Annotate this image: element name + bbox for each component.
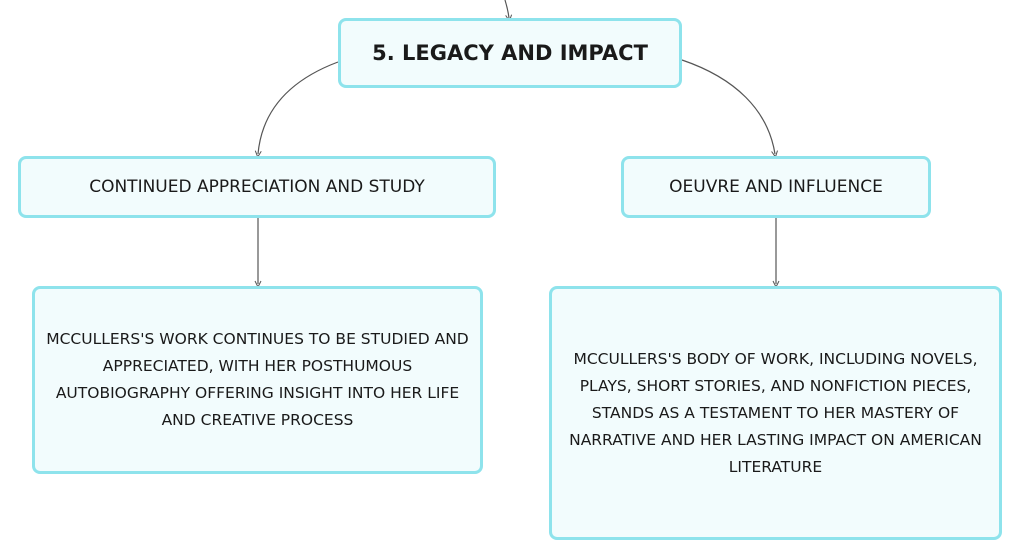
root-node-label: 5. LEGACY AND IMPACT	[372, 41, 648, 65]
branch-node-oeuvre-and-influence[interactable]: OEUVRE AND INFLUENCE	[621, 156, 931, 218]
branch-node-continued-appreciation[interactable]: CONTINUED APPRECIATION AND STUDY	[18, 156, 496, 218]
branch-node-label: CONTINUED APPRECIATION AND STUDY	[89, 177, 425, 197]
detail-node-appreciation[interactable]: MCCULLERS'S WORK CONTINUES TO BE STUDIED…	[32, 286, 483, 474]
connector-root-to-oeuvre	[681, 59, 775, 154]
detail-node-text: MCCULLERS'S WORK CONTINUES TO BE STUDIED…	[46, 330, 469, 429]
connector-parent-to-root	[504, 0, 509, 18]
detail-node-text: MCCULLERS'S BODY OF WORK, INCLUDING NOVE…	[569, 349, 982, 476]
branch-node-label: OEUVRE AND INFLUENCE	[669, 177, 883, 197]
detail-node-oeuvre[interactable]: MCCULLERS'S BODY OF WORK, INCLUDING NOVE…	[549, 286, 1002, 540]
root-node-legacy-and-impact[interactable]: 5. LEGACY AND IMPACT	[338, 18, 682, 88]
connector-root-to-appreciation	[258, 61, 339, 154]
